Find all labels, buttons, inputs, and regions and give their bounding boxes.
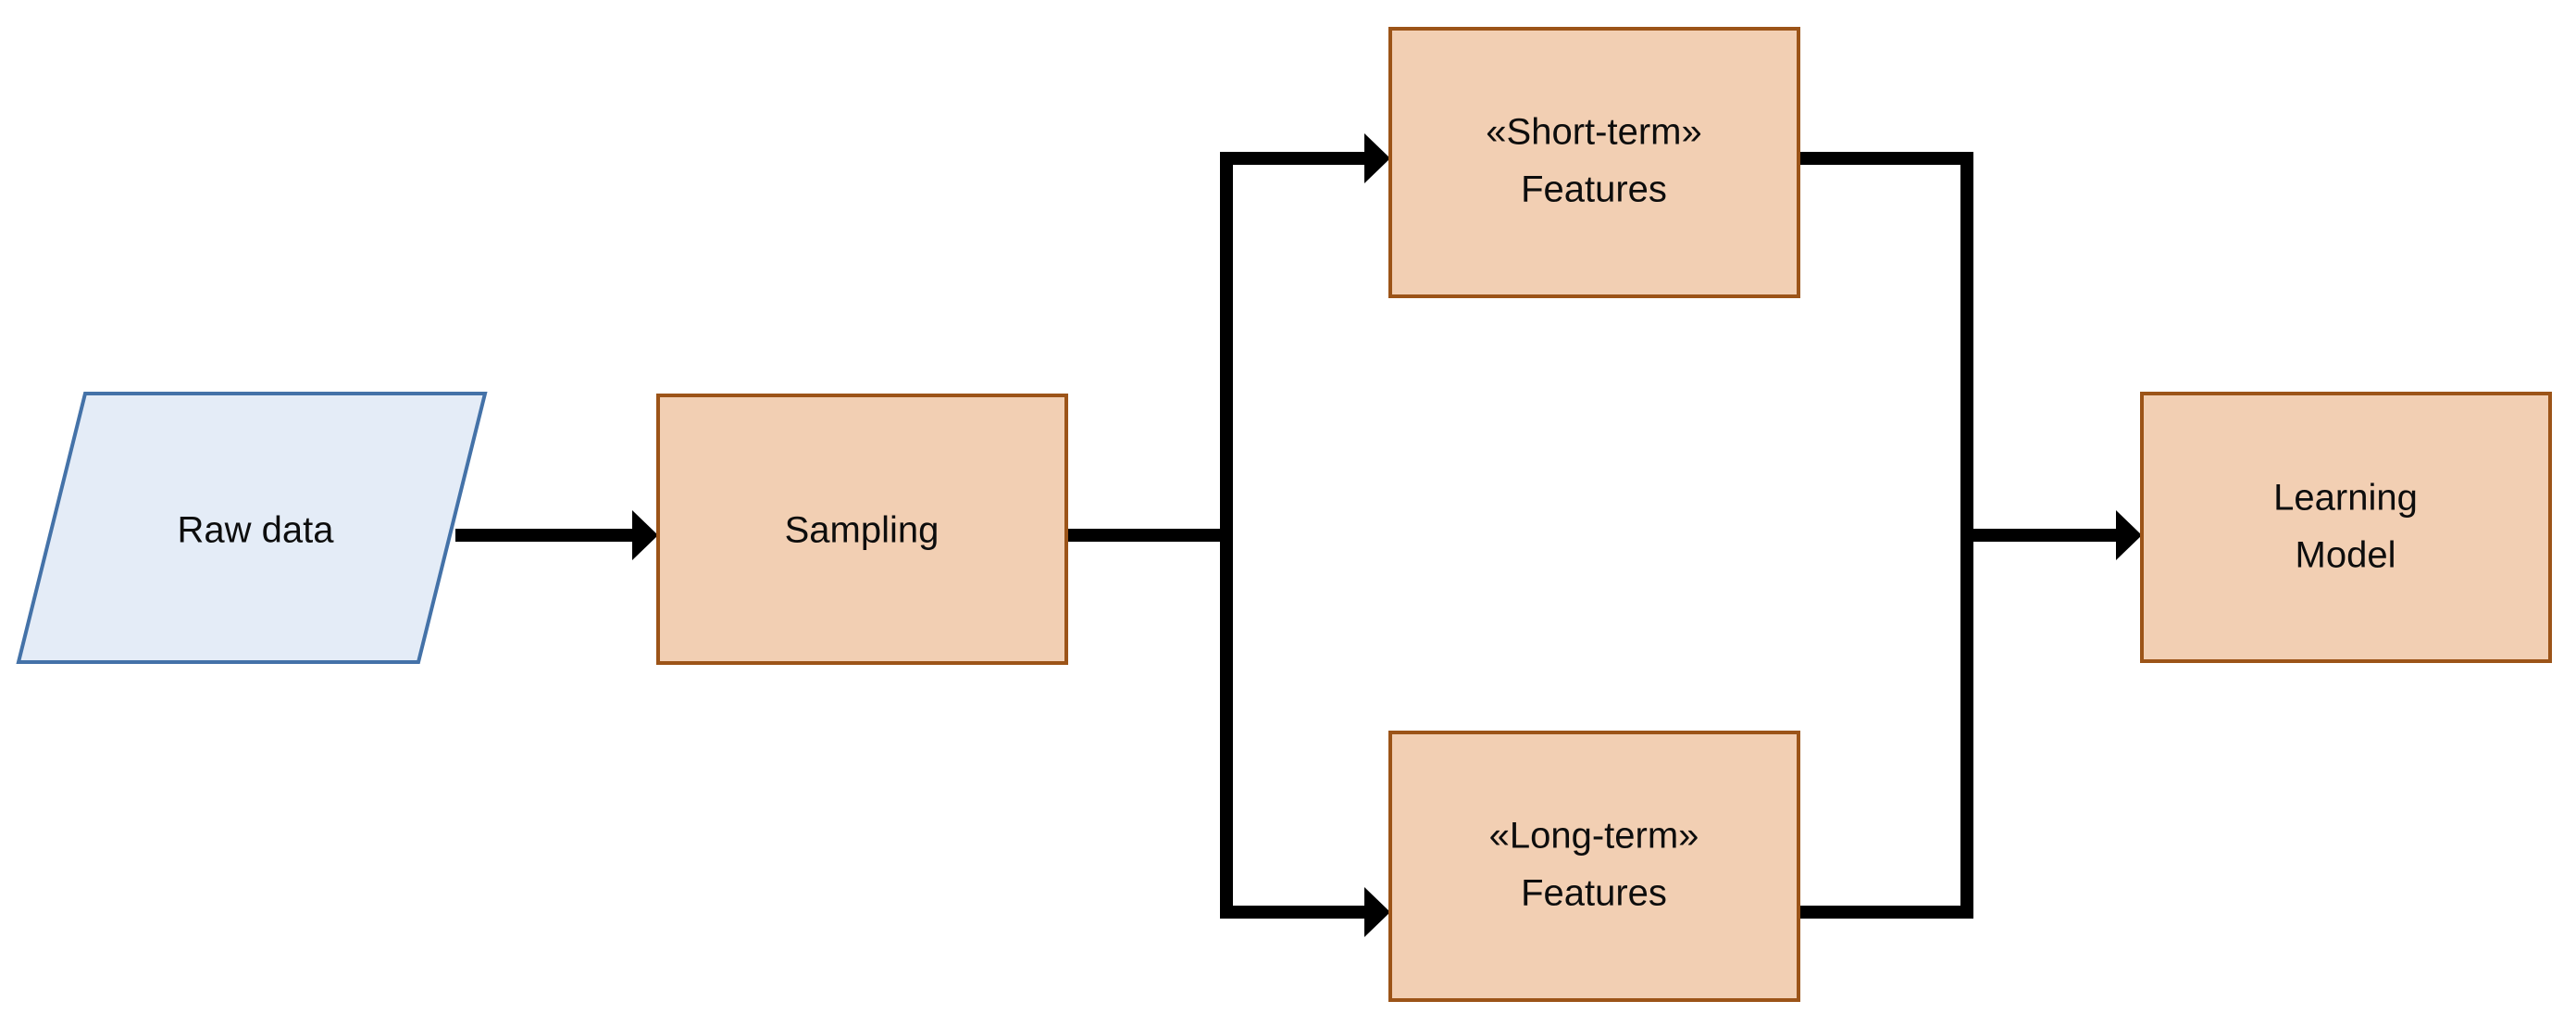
arrowhead-icon — [1364, 887, 1390, 937]
learning-model-label-line1: Learning — [2273, 478, 2418, 519]
edge-sampling-to-long-term — [1220, 887, 1390, 937]
edge-sampling-to-short-term — [1220, 133, 1390, 183]
sampling-label: Sampling — [785, 510, 940, 551]
sampling-shape[interactable] — [656, 394, 1068, 665]
nodes-layer: Raw data Sampling «Short-term» Features … — [16, 27, 2552, 1002]
node-long-term-features[interactable]: «Long-term» Features — [1388, 731, 1800, 1002]
raw-data-shape[interactable] — [16, 392, 488, 664]
long-term-features-label-line2: Features — [1521, 873, 1667, 914]
edge-sampling-branch-stem — [1066, 152, 1233, 919]
short-term-features-shape[interactable] — [1388, 27, 1800, 298]
long-term-features-label-line1: «Long-term» — [1489, 816, 1699, 857]
node-sampling[interactable]: Sampling — [656, 394, 1068, 665]
raw-data-label: Raw data — [178, 510, 335, 551]
arrowhead-icon — [632, 510, 658, 560]
edge-raw-to-sampling — [455, 510, 658, 560]
node-short-term-features[interactable]: «Short-term» Features — [1388, 27, 1800, 298]
connectors-layer — [455, 133, 2142, 937]
node-raw-data[interactable]: Raw data — [16, 392, 488, 664]
node-learning-model[interactable]: Learning Model — [2140, 392, 2552, 663]
edge-merge-to-learning-model — [1960, 152, 2142, 919]
short-term-features-label-line1: «Short-term» — [1486, 112, 1701, 153]
short-term-features-label-line2: Features — [1521, 169, 1667, 210]
arrowhead-icon — [1364, 133, 1390, 183]
arrowhead-icon — [2116, 510, 2142, 560]
learning-model-label-line2: Model — [2296, 535, 2396, 576]
long-term-features-shape[interactable] — [1388, 731, 1800, 1002]
learning-model-shape[interactable] — [2140, 392, 2552, 663]
